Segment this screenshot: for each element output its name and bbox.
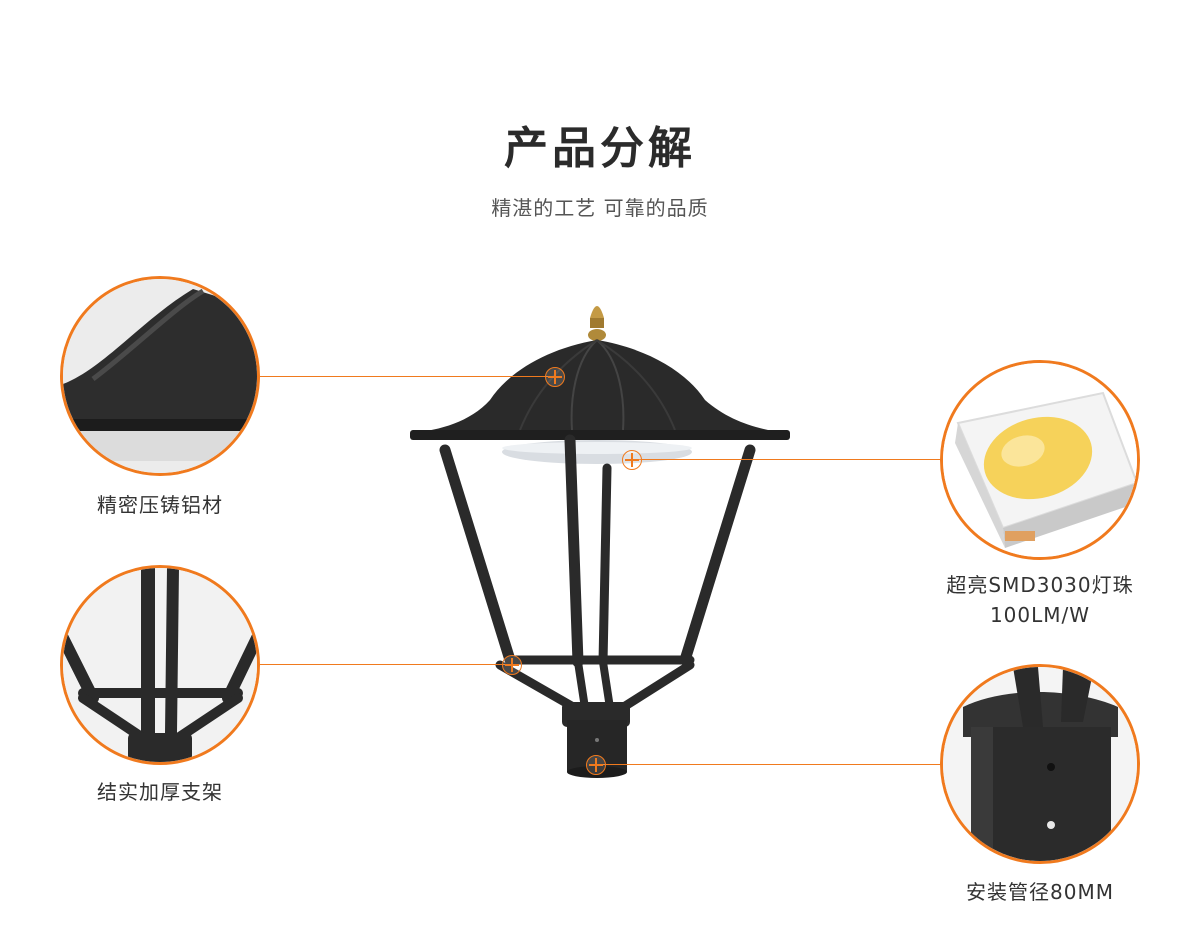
bracket-caption: 结实加厚支架 — [97, 780, 223, 804]
led-closeup-image — [943, 363, 1137, 557]
bracket-detail-circle — [60, 565, 260, 765]
led-caption-line2: 100LM/W — [989, 603, 1091, 627]
page-title: 产品分解 — [504, 123, 696, 174]
garden-lamp-illustration — [410, 306, 790, 778]
pipe-caption: 安装管径80MM — [966, 880, 1114, 904]
bracket-closeup-image — [63, 568, 257, 762]
pipe-leader-line — [595, 764, 941, 765]
led-caption: 超亮SMD3030灯珠 100LM/W — [900, 570, 1180, 630]
led-caption-line1: 超亮SMD3030灯珠 — [946, 573, 1134, 597]
page-subtitle: 精湛的工艺 可靠的品质 — [491, 196, 709, 220]
led-leader-line — [631, 459, 943, 460]
shade-closeup-image — [63, 279, 257, 473]
lamp-shade — [412, 340, 788, 433]
bracket-marker — [502, 655, 522, 675]
finial — [588, 306, 606, 341]
bracket-leader-line — [258, 664, 512, 665]
led-marker — [622, 450, 642, 470]
pipe-closeup-image — [943, 667, 1137, 861]
pipe-detail-circle — [940, 664, 1140, 864]
lamp-frame — [439, 434, 756, 713]
led-detail-circle — [940, 360, 1140, 560]
shade-caption: 精密压铸铝材 — [97, 493, 223, 517]
pipe-marker — [586, 755, 606, 775]
shade-detail-circle — [60, 276, 260, 476]
shade-leader-line — [258, 376, 554, 377]
shade-marker — [545, 367, 565, 387]
